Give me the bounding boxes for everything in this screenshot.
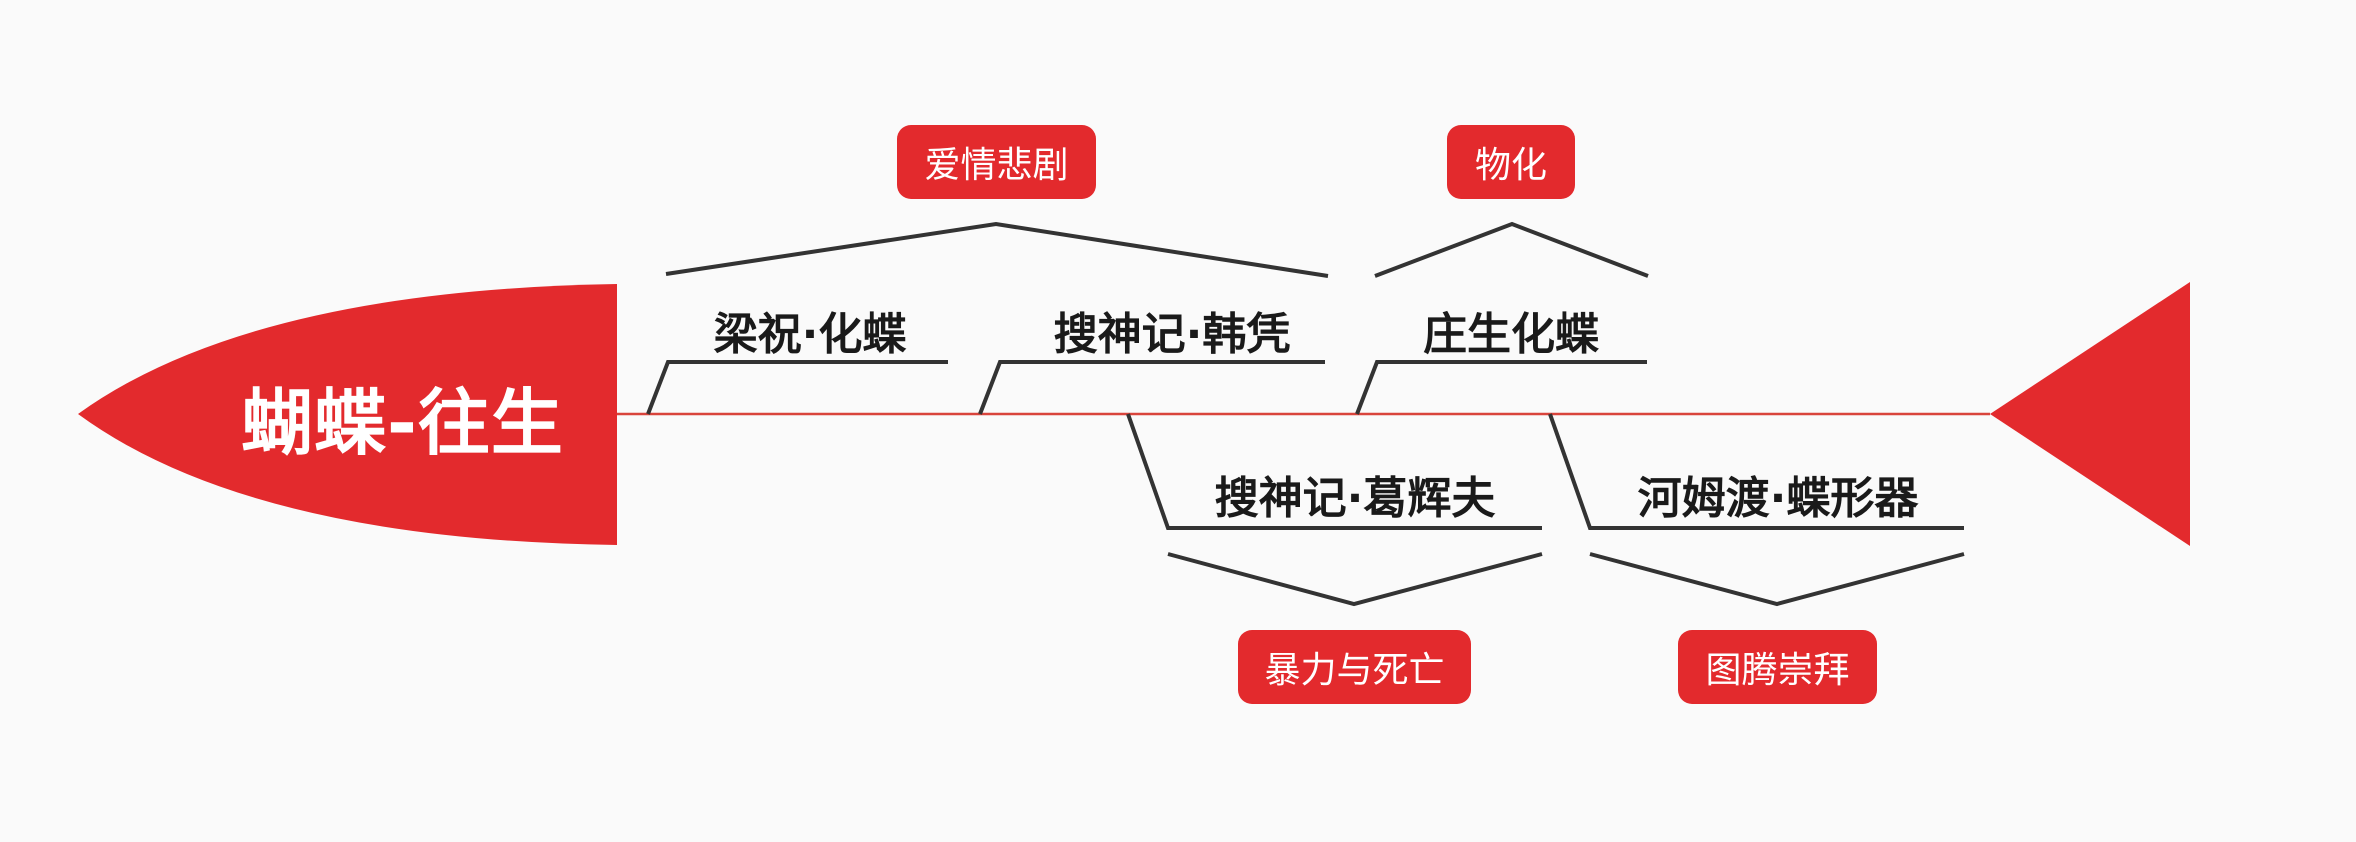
bone-5 (1548, 413, 1964, 530)
bracket-violence (1167, 552, 1543, 607)
fish-head (78, 284, 617, 545)
tag-totem-worship: 图腾崇拜 (1678, 630, 1877, 704)
bone-2 (978, 360, 1325, 415)
bracket-love (665, 221, 1329, 278)
bone-1 (646, 360, 948, 415)
tag-violence-death: 暴力与死亡 (1238, 630, 1471, 704)
fish-tail (1990, 282, 2190, 546)
bone-3 (1355, 360, 1647, 415)
bracket-totem (1589, 552, 1965, 607)
topic-liangzhu: 梁祝·化蝶 (713, 309, 907, 360)
bracket-wuhua (1374, 221, 1649, 278)
tag-love-tragedy: 爱情悲剧 (897, 125, 1096, 199)
topic-zhuangsheng: 庄生化蝶 (1423, 309, 1599, 360)
diagram-title: 蝴蝶-往生 (241, 380, 564, 465)
topic-hanping: 搜神记·韩凭 (1053, 309, 1291, 360)
tag-wuhua: 物化 (1447, 125, 1575, 199)
bone-4 (1126, 413, 1542, 530)
topic-hemudu: 河姆渡·蝶形器 (1637, 473, 1919, 524)
topic-gehuifu: 搜神记·葛辉夫 (1214, 473, 1496, 524)
